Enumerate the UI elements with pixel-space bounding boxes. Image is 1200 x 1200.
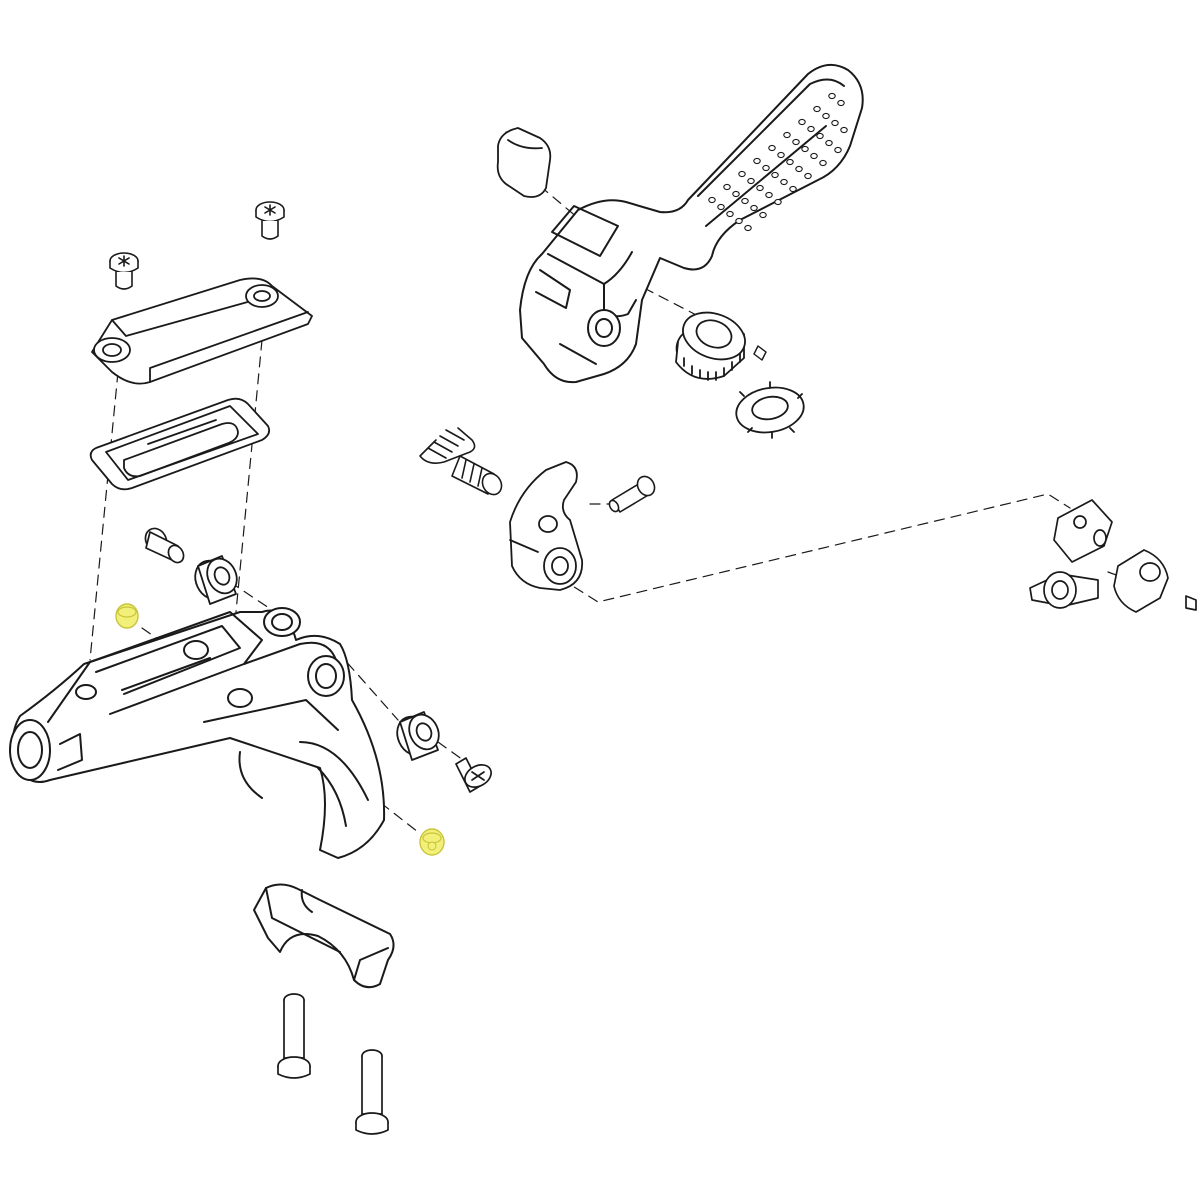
grip-dot — [726, 210, 734, 218]
grip-dot — [774, 198, 782, 206]
lever-blade-grip-dots — [708, 92, 848, 232]
grip-dot — [810, 152, 818, 160]
grip-dot — [741, 197, 749, 205]
grip-dot — [717, 203, 725, 211]
grip-dot — [765, 191, 773, 199]
bleed-port-plug-upper — [115, 603, 139, 629]
grip-dot — [807, 125, 815, 133]
bleed-port-plug-lower — [419, 828, 445, 856]
clamp-bolt-right — [355, 1049, 389, 1135]
lever-adjust-cap — [496, 127, 552, 198]
return-spring — [419, 427, 503, 496]
grip-dot — [825, 139, 833, 147]
pivot-pin — [608, 475, 656, 513]
reservoir-cap-screw-left — [109, 252, 139, 290]
pivot-bushing — [144, 527, 185, 564]
reservoir-cap — [91, 277, 313, 385]
reach-adjust-knob — [675, 311, 746, 381]
grip-dot — [783, 131, 791, 139]
clamp-bolt-left — [277, 993, 311, 1079]
bearing-lower — [396, 711, 440, 761]
grip-dot — [732, 190, 740, 198]
cam-linkage — [509, 461, 583, 591]
grip-dot — [813, 105, 821, 113]
grip-dot — [723, 183, 731, 191]
set-screw-small — [753, 345, 767, 361]
grip-dot — [771, 171, 779, 179]
grip-dot — [708, 196, 716, 204]
grip-dot — [753, 157, 761, 165]
grip-dot — [795, 165, 803, 173]
grip-dot — [744, 224, 752, 232]
reservoir-diaphragm — [89, 397, 271, 491]
grip-dot — [792, 138, 800, 146]
grip-dot — [804, 172, 812, 180]
grip-dot — [756, 184, 764, 192]
bearing-upper — [194, 555, 238, 605]
handlebar-clamp — [253, 883, 395, 989]
grip-dot — [747, 177, 755, 185]
reservoir-cap-screw-right — [255, 201, 285, 240]
grip-dot — [840, 126, 848, 134]
grip-dot — [738, 170, 746, 178]
hose-fitting-assembly — [1029, 499, 1197, 613]
grip-dot — [735, 217, 743, 225]
grip-dot — [759, 211, 767, 219]
grip-dot — [834, 146, 842, 154]
grip-dot — [789, 185, 797, 193]
lever-assembly — [519, 63, 864, 384]
grip-dot — [750, 204, 758, 212]
master-cylinder-body — [9, 607, 386, 859]
grip-dot — [831, 119, 839, 127]
pivot-bolt — [455, 757, 492, 793]
grip-dot — [768, 144, 776, 152]
detent-washer — [735, 381, 805, 439]
grip-dot — [801, 145, 809, 153]
grip-dot — [822, 112, 830, 120]
grip-dot — [777, 151, 785, 159]
grip-dot — [798, 118, 806, 126]
grip-dot — [828, 92, 836, 100]
grip-dot — [819, 159, 827, 167]
grip-dot — [816, 132, 824, 140]
grip-dot — [780, 178, 788, 186]
grip-dot — [837, 99, 845, 107]
grip-dot — [786, 158, 794, 166]
grip-dot — [762, 164, 770, 172]
